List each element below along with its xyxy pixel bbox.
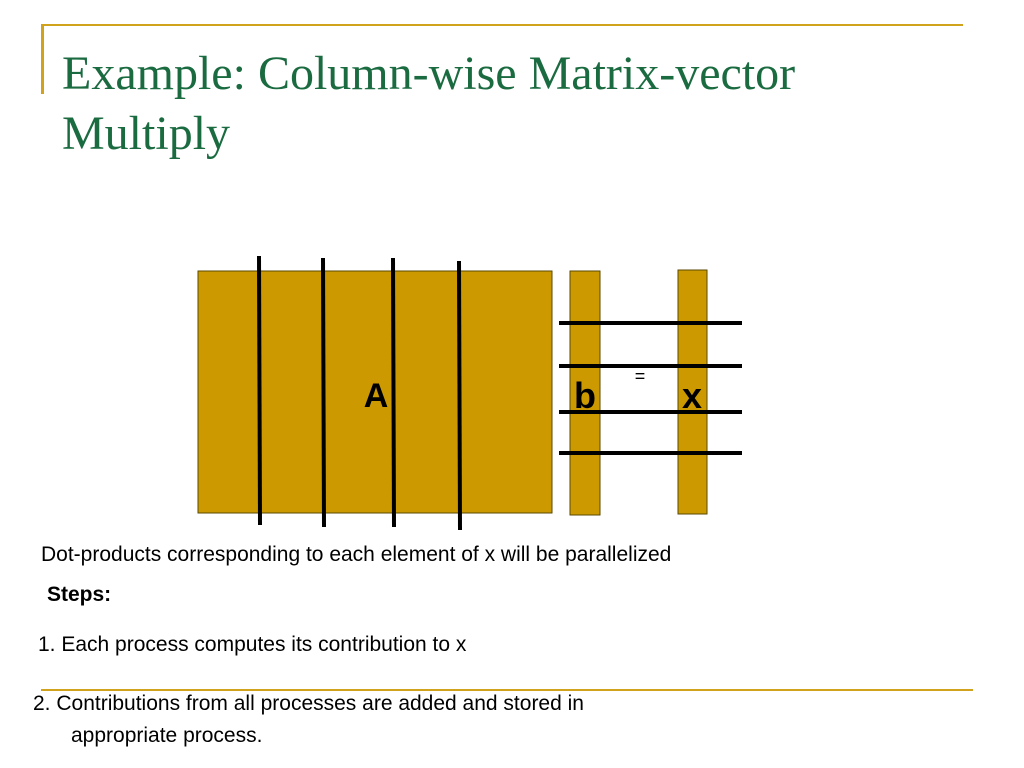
slide-title: Example: Column-wise Matrix-vector Multi… <box>62 44 962 164</box>
column-divider-1 <box>257 255 262 526</box>
step-1-text: 1. Each process computes its contributio… <box>38 633 467 656</box>
vector-b-label: b <box>574 375 596 416</box>
description-text: Dot-products corresponding to each eleme… <box>41 543 672 566</box>
left-accent-rule <box>41 24 44 94</box>
slide-title-line-2: Multiply <box>62 107 231 160</box>
steps-heading: Steps: <box>47 583 112 606</box>
column-divider-2 <box>321 257 326 528</box>
matrix-a <box>197 270 553 514</box>
column-partition-lines <box>257 255 462 531</box>
bottom-accent-rule <box>41 689 973 691</box>
vector-x <box>677 269 708 515</box>
vector-b <box>569 270 601 516</box>
column-divider-4 <box>457 260 462 531</box>
step-2-line-2: appropriate process. <box>71 724 263 747</box>
vector-x-label: x <box>682 375 702 416</box>
column-divider-3 <box>391 257 396 528</box>
row-partition-lines <box>559 321 742 455</box>
equals-sign: = <box>635 366 646 386</box>
slide-title-line-1: Example: Column-wise Matrix-vector <box>62 47 796 100</box>
matrix-a-label: A <box>364 377 389 415</box>
step-2-line-1: 2. Contributions from all processes are … <box>33 692 584 715</box>
top-accent-rule <box>41 24 963 26</box>
